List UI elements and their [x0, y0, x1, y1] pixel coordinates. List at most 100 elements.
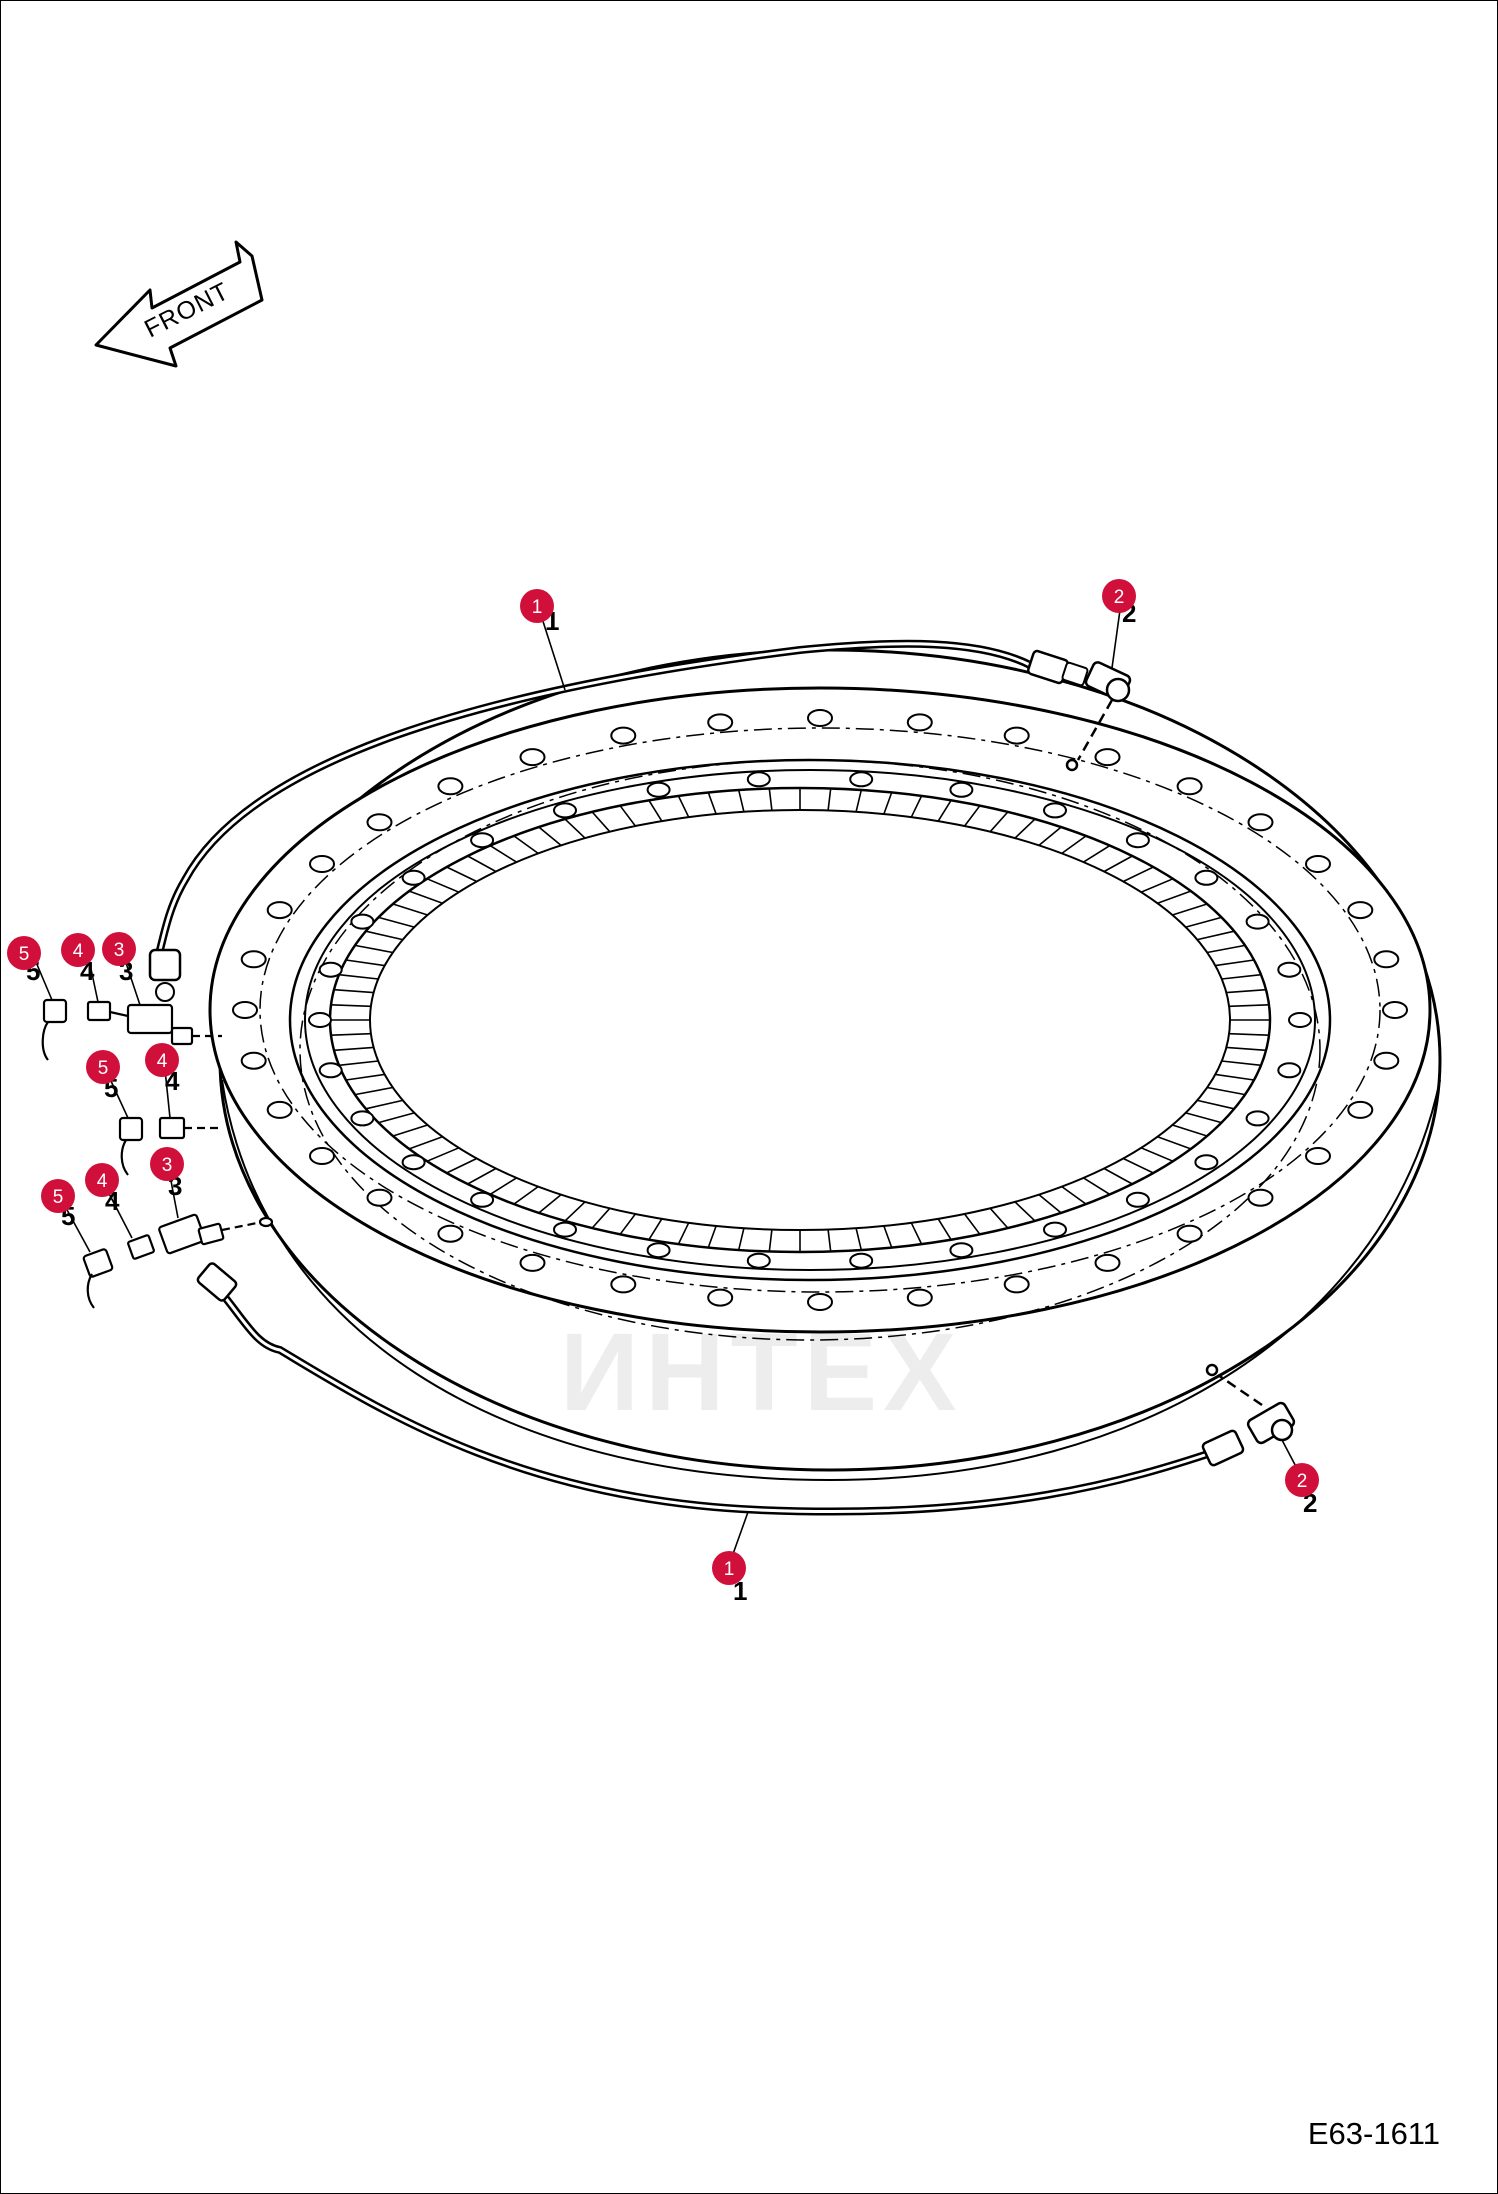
gear-tooth	[768, 788, 773, 811]
gear-tooth	[963, 1213, 981, 1235]
gear-tooth	[591, 1207, 611, 1229]
outer-bolt-hole	[266, 1100, 293, 1119]
inner-bolt-hole	[949, 1242, 974, 1259]
outer-bolt-hole	[1347, 901, 1374, 920]
gear-tooth	[1103, 1167, 1133, 1185]
inner-bolt-hole	[849, 771, 874, 788]
gear-tooth	[989, 811, 1009, 833]
outer-bolt-hole	[437, 1224, 464, 1243]
gear-tooth	[345, 1073, 385, 1081]
callout-4-a: 4	[61, 933, 95, 967]
outer-bolt-hole	[1305, 1147, 1331, 1165]
gear-tooth	[1014, 818, 1036, 839]
inner-bolt-hole	[1288, 1012, 1312, 1028]
callout-1-bottom: 1	[712, 1551, 746, 1585]
inner-bolt-hole	[1277, 961, 1302, 978]
gear-tooth	[855, 1228, 863, 1251]
ref-number-1-bottom: 1	[733, 1576, 747, 1606]
gear-tooth	[467, 855, 497, 873]
gear-tooth	[1215, 959, 1255, 967]
inner-bolt-hole	[949, 781, 974, 798]
outer-bolt-hole	[266, 901, 293, 920]
outer-bolt-hole	[366, 813, 393, 832]
gear-tooth	[538, 826, 562, 847]
outer-bolt-hole	[1373, 1051, 1400, 1070]
outer-bolt-hole	[1247, 1188, 1274, 1207]
svg-text:5: 5	[19, 944, 30, 965]
callout-5-a: 5	[7, 936, 41, 970]
gear-tooth	[365, 930, 403, 941]
inner-bolt-hole	[470, 1191, 495, 1208]
inner-bolt-hole	[1043, 1221, 1067, 1238]
gear-tooth	[330, 1032, 371, 1036]
outer-bolt-hole	[610, 1275, 637, 1294]
gear-tooth	[1221, 973, 1262, 980]
svg-text:2: 2	[1297, 1471, 1308, 1492]
gear-tooth	[855, 789, 863, 812]
gear-tooth	[408, 1135, 443, 1150]
gear-tooth	[963, 805, 981, 827]
svg-text:5: 5	[98, 1058, 109, 1079]
outer-bolt-hole	[1094, 1253, 1121, 1272]
gear-tooth	[827, 788, 832, 811]
callout-bubbles: 1 2 5 4 3 5 4 4 3 5 2 1	[7, 579, 1319, 1585]
inner-bolt-hole	[1125, 1191, 1150, 1208]
gear-tooth	[426, 878, 460, 893]
inner-bolt-hole	[746, 1252, 771, 1269]
gear-tooth	[408, 890, 443, 905]
gear-tooth	[564, 818, 586, 839]
callout-2-top: 2	[1102, 579, 1136, 613]
gear-tooth	[513, 835, 539, 855]
gear-tooth	[354, 944, 393, 954]
gear-tooth	[937, 1218, 952, 1241]
gear-tooth	[827, 1229, 832, 1252]
inner-bolt-hole	[350, 1110, 375, 1127]
gear-tooth	[910, 795, 923, 818]
gear-tooth	[1122, 866, 1154, 883]
outer-bolt-hole	[1373, 950, 1400, 969]
gear-tooth	[1207, 944, 1246, 954]
gear-tooth	[392, 1124, 428, 1137]
svg-text:3: 3	[114, 940, 125, 961]
gear-tooth	[338, 973, 379, 980]
inner-bolt-hole	[308, 1012, 332, 1028]
inner-bolt-hole	[1277, 1062, 1302, 1079]
gear-tooth	[1185, 916, 1222, 928]
gear-tooth	[1215, 1073, 1255, 1081]
gear-tooth	[1061, 1185, 1087, 1205]
gear-tooth	[1083, 1177, 1111, 1196]
gear-tooth	[677, 1222, 690, 1245]
outer-bolt-hole	[519, 748, 546, 767]
gear-tooth	[1061, 835, 1087, 855]
gear-tooth	[333, 988, 374, 994]
outer-bolt-hole	[309, 1147, 335, 1165]
gear-tooth	[392, 903, 428, 916]
inner-bolt-hole	[646, 781, 671, 798]
gear-tooth	[591, 811, 611, 833]
inner-bolt-hole	[553, 1221, 577, 1238]
reference-numbers: 1 2 5 4 3 5 4 3 4 5 2 1	[26, 598, 1317, 1606]
inner-bolt-hole	[318, 1062, 343, 1079]
gear-tooth	[446, 1157, 478, 1174]
gear-tooth	[345, 959, 385, 967]
inner-bolt-hole	[1245, 1110, 1270, 1127]
gear-tooth	[489, 1177, 517, 1196]
bolt-holes	[232, 709, 1408, 1311]
gear-tooth	[513, 1185, 539, 1205]
gear-tooth	[1014, 1201, 1036, 1222]
gear-tooth	[883, 1225, 893, 1248]
gear-tooth	[333, 1046, 374, 1052]
inner-bolt-hole	[401, 869, 426, 886]
outer-bolt-hole	[610, 726, 637, 745]
gear-tooth	[1140, 878, 1174, 893]
gear-tooth	[1157, 1135, 1192, 1150]
inner-bolt-hole	[1194, 869, 1219, 886]
gear-tooth	[338, 1060, 379, 1067]
outer-bolt-hole	[1305, 855, 1331, 873]
gear-tooth	[1207, 1086, 1246, 1096]
inner-bolt-hole	[470, 832, 495, 849]
callout-4-c: 4	[145, 1043, 179, 1077]
callout-5-b: 5	[86, 1050, 120, 1084]
gear-tooth	[1122, 1157, 1154, 1174]
outer-bolt-hole	[309, 855, 335, 873]
